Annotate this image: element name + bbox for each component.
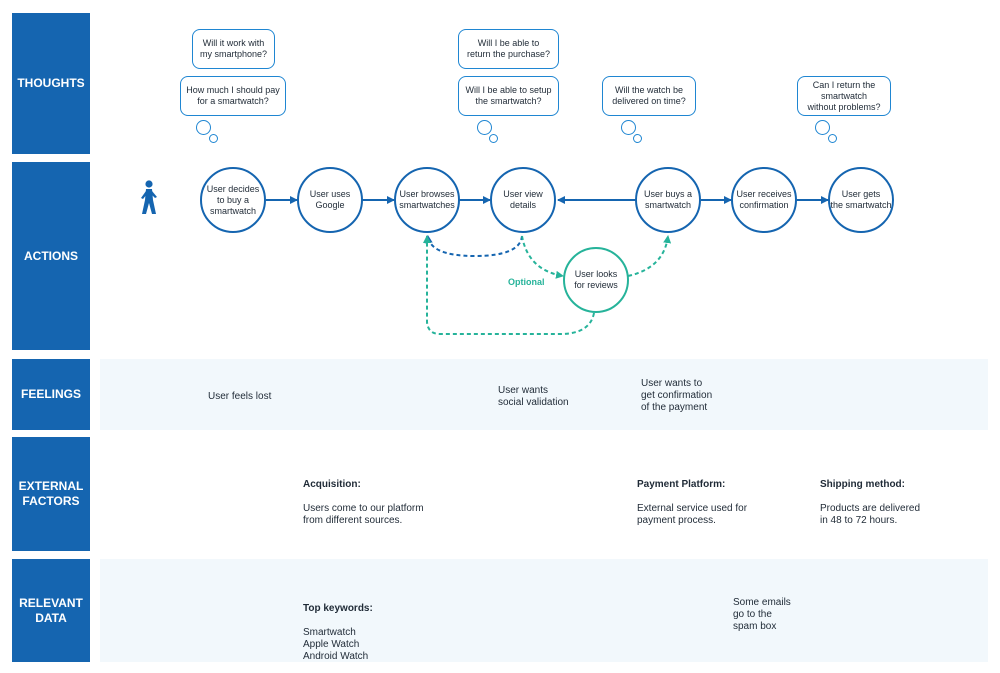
thought-dot-large [477, 120, 492, 135]
lane-relevant-label: RELEVANT DATA [12, 559, 90, 662]
action-node: User uses Google [297, 167, 363, 233]
emails-note: Some emails go to the spam box [733, 597, 791, 632]
feeling-text: User wants social validation [498, 385, 569, 408]
keywords-list: Smartwatch Apple Watch Android Watch [303, 627, 369, 662]
thought-bubble: Will it work with my smartphone? [192, 29, 275, 69]
external-factor: Payment Platform: External service used … [637, 467, 747, 527]
thought-dot-large [815, 120, 830, 135]
lane-external-label: EXTERNAL FACTORS [12, 437, 90, 551]
dashed-reviews-to-browse [423, 235, 595, 335]
action-node: User buys a smartwatch [635, 167, 701, 233]
action-node: User browses smartwatches [394, 167, 460, 233]
feeling-text: User wants to get confirmation of the pa… [641, 378, 713, 413]
action-node: User decides to buy a smartwatch [200, 167, 266, 233]
optional-label: Optional [508, 277, 545, 287]
external-factor-text: Products are delivered in 48 to 72 hours… [820, 503, 921, 526]
keywords-block: Top keywords: Smartwatch Apple Watch And… [303, 591, 373, 663]
lane-actions-label: ACTIONS [12, 162, 90, 350]
external-factor-title: Acquisition: [303, 479, 361, 490]
action-node: User view details [490, 167, 556, 233]
lane-feelings-label: FEELINGS [12, 359, 90, 430]
thought-dot-small [489, 134, 498, 143]
thought-bubble: Will I be able to return the purchase? [458, 29, 559, 69]
lane-thoughts-label: THOUGHTS [12, 13, 90, 154]
thought-bubble: Can I return the smartwatch without prob… [797, 76, 891, 116]
thought-bubble: Will the watch be delivered on time? [602, 76, 696, 116]
feeling-text: User feels lost [208, 391, 272, 402]
dashed-details-to-browse [424, 235, 523, 258]
thought-dot-small [633, 134, 642, 143]
external-factor-text: External service used for payment proces… [637, 503, 748, 526]
keywords-title: Top keywords: [303, 603, 373, 614]
optional-action-node: User looks for reviews [563, 247, 629, 313]
external-factor-text: Users come to our platform from differen… [303, 503, 424, 526]
thought-bubble: How much I should pay for a smartwatch? [180, 76, 286, 116]
dashed-reviews-to-buy [627, 235, 672, 277]
walking-person-icon [141, 180, 157, 214]
relevant-band [100, 559, 988, 662]
external-factor: Shipping method: Products are delivered … [820, 467, 920, 527]
feelings-band [100, 359, 988, 430]
dashed-details-to-reviews [521, 235, 564, 279]
external-factor-title: Shipping method: [820, 479, 905, 490]
thought-bubble: Will I be able to setup the smartwatch? [458, 76, 559, 116]
thought-dot-large [621, 120, 636, 135]
thought-dot-small [209, 134, 218, 143]
external-factor: Acquisition: Users come to our platform … [303, 467, 424, 527]
thought-dot-large [196, 120, 211, 135]
action-node: User receives confirmation [731, 167, 797, 233]
external-factor-title: Payment Platform: [637, 479, 726, 490]
thought-dot-small [828, 134, 837, 143]
action-node: User gets the smartwatch [828, 167, 894, 233]
